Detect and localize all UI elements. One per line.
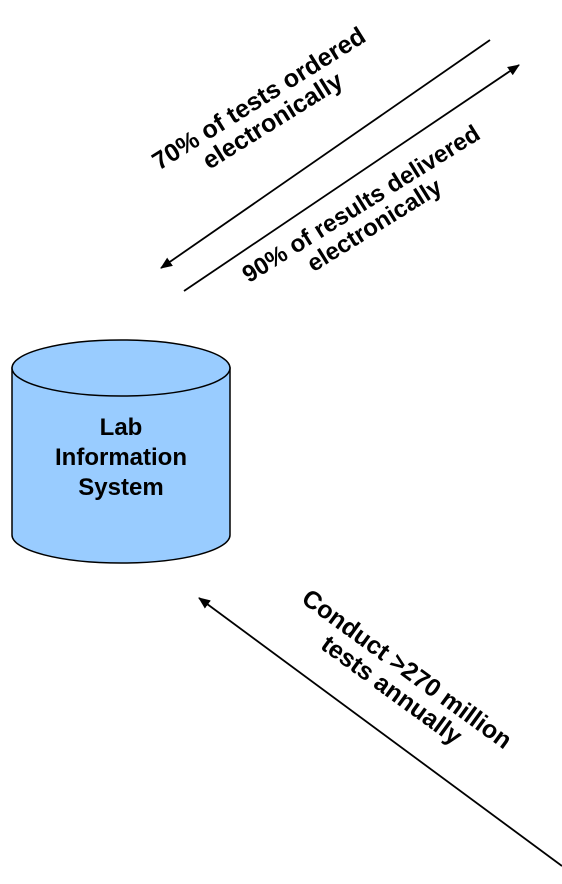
database-label-line-3: System — [78, 474, 164, 501]
database-label-line-2: Information — [55, 444, 187, 471]
tests-conducted-arrow — [198, 597, 562, 867]
lab-information-system-database — [11, 339, 231, 564]
results-delivered-arrow — [183, 64, 520, 292]
database-label: Lab Information System — [12, 413, 230, 503]
tests-ordered-arrow — [160, 39, 491, 269]
database-label-line-1: Lab — [99, 414, 143, 441]
database-cylinder-body — [11, 367, 231, 564]
database-cylinder-top — [11, 339, 231, 397]
